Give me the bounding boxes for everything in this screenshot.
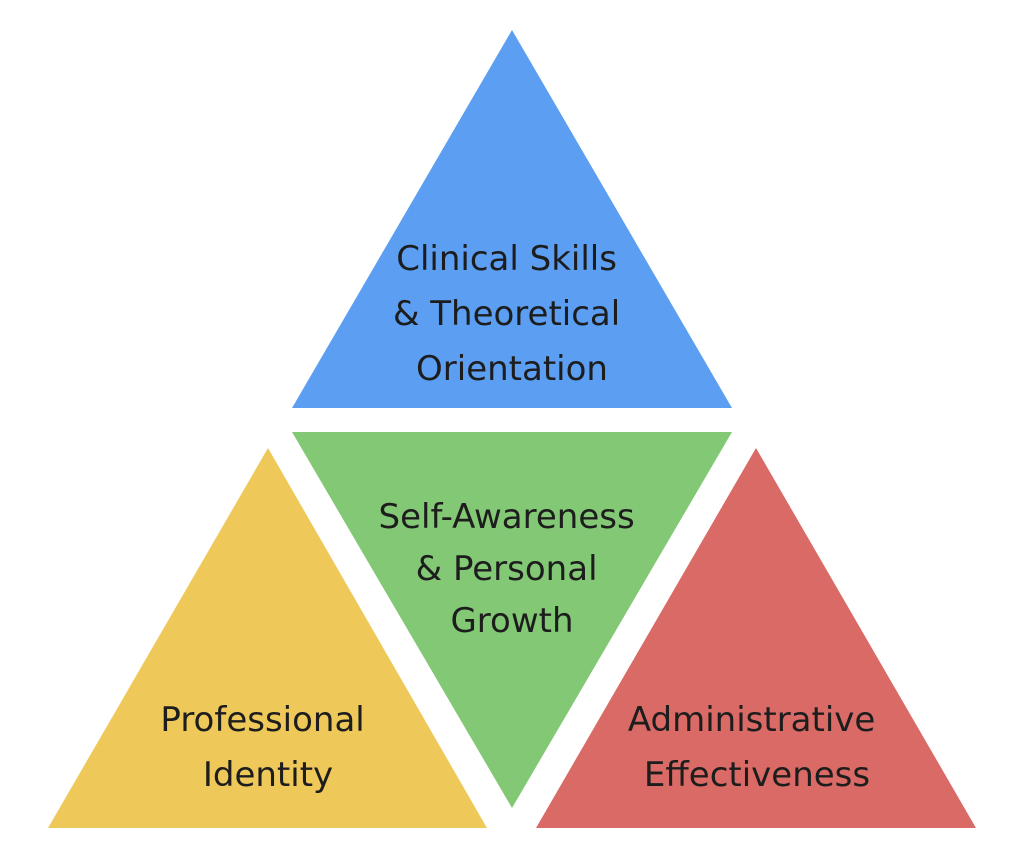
label-clinical-line-3: Orientation [416,349,608,389]
label-self-awareness-line-3: Growth [450,601,573,641]
segment-professional: Professional Identity [48,448,487,828]
label-professional: Professional Identity [160,700,375,795]
triangle-self-awareness [292,432,732,808]
triangle-administrative [536,448,976,828]
segment-self-awareness: Self-Awareness & Personal Growth [292,432,732,808]
label-clinical: Clinical Skills & Theoretical Orientatio… [393,239,631,389]
label-administrative: Administrative Effectiveness [628,700,886,795]
label-self-awareness-line-1: Self-Awareness [379,497,635,537]
triangle-clinical [292,30,732,408]
label-clinical-line-1: Clinical Skills [396,239,617,279]
triangle-professional [48,448,487,828]
segment-clinical: Clinical Skills & Theoretical Orientatio… [292,30,732,408]
label-administrative-line-2: Effectiveness [644,755,870,795]
label-self-awareness-line-2: & Personal [416,549,598,589]
label-self-awareness: Self-Awareness & Personal Growth [379,497,646,641]
label-professional-line-2: Identity [203,755,333,795]
label-clinical-line-2: & Theoretical [393,294,620,334]
label-administrative-line-1: Administrative [628,700,875,740]
segment-administrative: Administrative Effectiveness [536,448,976,828]
label-professional-line-1: Professional [160,700,364,740]
